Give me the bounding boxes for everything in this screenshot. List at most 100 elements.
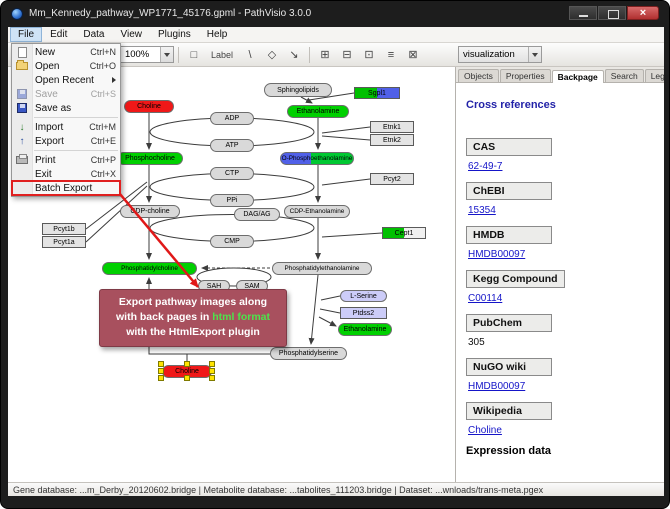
node-l-serine[interactable]: L-Serine (340, 290, 387, 302)
expression-data-heading: Expression data (466, 445, 551, 457)
submenu-arrow-icon (112, 77, 116, 83)
menu-edit[interactable]: Edit (50, 29, 68, 40)
minimize-button[interactable] (569, 6, 597, 20)
node-pcyt1a[interactable]: Pcyt1a (42, 236, 86, 248)
tab-search[interactable]: Search (604, 69, 644, 82)
align-center-y-button[interactable]: ⊟ (342, 49, 352, 61)
chebi-link[interactable]: 15354 (468, 205, 496, 216)
connector-tool-button[interactable]: ↘ (289, 49, 299, 61)
node-etnk2[interactable]: Etnk2 (370, 134, 414, 146)
tab-properties[interactable]: Properties (499, 69, 551, 82)
node-phosphocholine[interactable]: Phosphocholine (117, 152, 183, 165)
menu-separator (34, 117, 118, 118)
visualization-dropdown-icon[interactable] (528, 47, 541, 62)
node-ethanolamine-top[interactable]: Ethanolamine (287, 105, 349, 118)
backpage-section-hmdb: HMDB HMDB00097 (466, 225, 654, 260)
save-as-disk-icon (17, 103, 27, 113)
nugo-link[interactable]: HMDB00097 (468, 381, 526, 392)
backpage-content: Cross references CAS 62-49-7 ChEBI 15354… (456, 83, 664, 482)
node-ctp[interactable]: CTP (210, 167, 254, 180)
menu-help[interactable]: Help (206, 29, 228, 40)
zoom-value: 100% (124, 49, 150, 60)
pubchem-value: 305 (468, 337, 485, 348)
zoom-dropdown-icon[interactable] (159, 47, 173, 62)
backpage-section-cas: CAS 62-49-7 (466, 137, 654, 172)
selection-handle[interactable] (158, 361, 164, 367)
selection-handle[interactable] (158, 375, 164, 381)
node-choline-top[interactable]: Choline (124, 100, 174, 113)
selection-handle[interactable] (184, 375, 190, 381)
node-pcyt1b[interactable]: Pcyt1b (42, 223, 86, 235)
hmdb-link[interactable]: HMDB00097 (468, 249, 526, 260)
status-text: Gene database: ...m_Derby_20120602.bridg… (13, 484, 544, 495)
kegg-link[interactable]: C00114 (468, 293, 503, 304)
menu-view[interactable]: View (120, 29, 142, 40)
menu-item-batch-export[interactable]: Batch Export (11, 180, 121, 196)
line-tool-button[interactable]: \ (248, 48, 252, 61)
align-center-x-button[interactable]: ⊞ (320, 49, 330, 61)
wikipedia-link[interactable]: Choline (468, 425, 502, 436)
menu-item-save-as[interactable]: Save as (12, 101, 120, 115)
maximize-button[interactable] (598, 6, 626, 20)
node-sphingolipids[interactable]: Sphingolipids (264, 83, 332, 97)
section-title: NuGO wiki (466, 358, 552, 376)
tab-backpage[interactable]: Backpage (551, 70, 604, 83)
close-button[interactable] (627, 6, 659, 20)
datanode-tool-button[interactable]: □ (190, 48, 198, 61)
import-icon: ↓ (19, 121, 25, 133)
node-ethanolamine-lower[interactable]: Ethanolamine (338, 323, 392, 336)
section-title: Kegg Compound (466, 270, 565, 288)
selection-handle[interactable] (209, 375, 215, 381)
shape-tool-button[interactable]: ◇ (267, 49, 277, 61)
stack-vertical-button[interactable]: ≡ (387, 48, 395, 61)
visualization-combobox[interactable]: visualization (458, 46, 542, 63)
node-adp[interactable]: ADP (210, 112, 254, 125)
label-tool-button[interactable]: Label (210, 49, 233, 60)
node-pcyt2[interactable]: Pcyt2 (370, 173, 414, 185)
node-etnk1[interactable]: Etnk1 (370, 121, 414, 133)
node-sgpl1[interactable]: Sgpl1 (354, 87, 400, 99)
menu-item-open-recent[interactable]: Open Recent (12, 73, 120, 87)
menu-bar: File Edit Data View Plugins Help (8, 27, 664, 43)
node-o-phosphoethanolamine[interactable]: O-Phosphoethanolamine (280, 152, 354, 165)
section-title: ChEBI (466, 182, 552, 200)
selection-handle[interactable] (158, 368, 164, 374)
node-phosphatidylcholine[interactable]: Phosphatidylcholine (102, 262, 197, 275)
node-dag[interactable]: DAG/AG (234, 208, 280, 221)
node-ppi[interactable]: PPi (210, 194, 254, 207)
menu-file[interactable]: File (10, 27, 43, 42)
cas-link[interactable]: 62-49-7 (468, 161, 503, 172)
side-panel: Objects Properties Backpage Search Legen… (455, 67, 664, 482)
tab-objects[interactable]: Objects (458, 69, 499, 82)
selection-handle[interactable] (209, 361, 215, 367)
zoom-combobox[interactable]: 100% (119, 46, 174, 63)
annotation-callout: Export pathway images along with back pa… (99, 289, 287, 347)
node-cmp[interactable]: CMP (210, 235, 254, 248)
node-phosphatidylserine[interactable]: Phosphatidylserine (270, 347, 347, 360)
toolbar-separator (308, 46, 310, 63)
section-title: CAS (466, 138, 552, 156)
selection-grid-button[interactable]: ⊠ (408, 49, 418, 61)
menu-plugins[interactable]: Plugins (157, 29, 191, 40)
common-size-button[interactable]: ⊡ (364, 49, 374, 61)
node-phosphatidylethanolamine[interactable]: Phosphatidylethanolamine (272, 262, 372, 275)
tab-legend[interactable]: Legend (644, 69, 664, 82)
node-cdp-choline[interactable]: CDP-choline (120, 205, 180, 218)
selection-handle[interactable] (184, 361, 190, 367)
annotation-highlight: html format (212, 310, 271, 323)
node-ptdss2[interactable]: Ptdss2 (340, 307, 387, 319)
node-atp[interactable]: ATP (210, 139, 254, 152)
node-cept1[interactable]: Cept1 (382, 227, 426, 239)
menu-data[interactable]: Data (83, 29, 105, 40)
node-cdp-ethanolamine[interactable]: CDP-Ethanolamine (284, 205, 350, 218)
selection-handle[interactable] (209, 368, 215, 374)
backpage-section-wikipedia: Wikipedia Choline (466, 401, 654, 436)
